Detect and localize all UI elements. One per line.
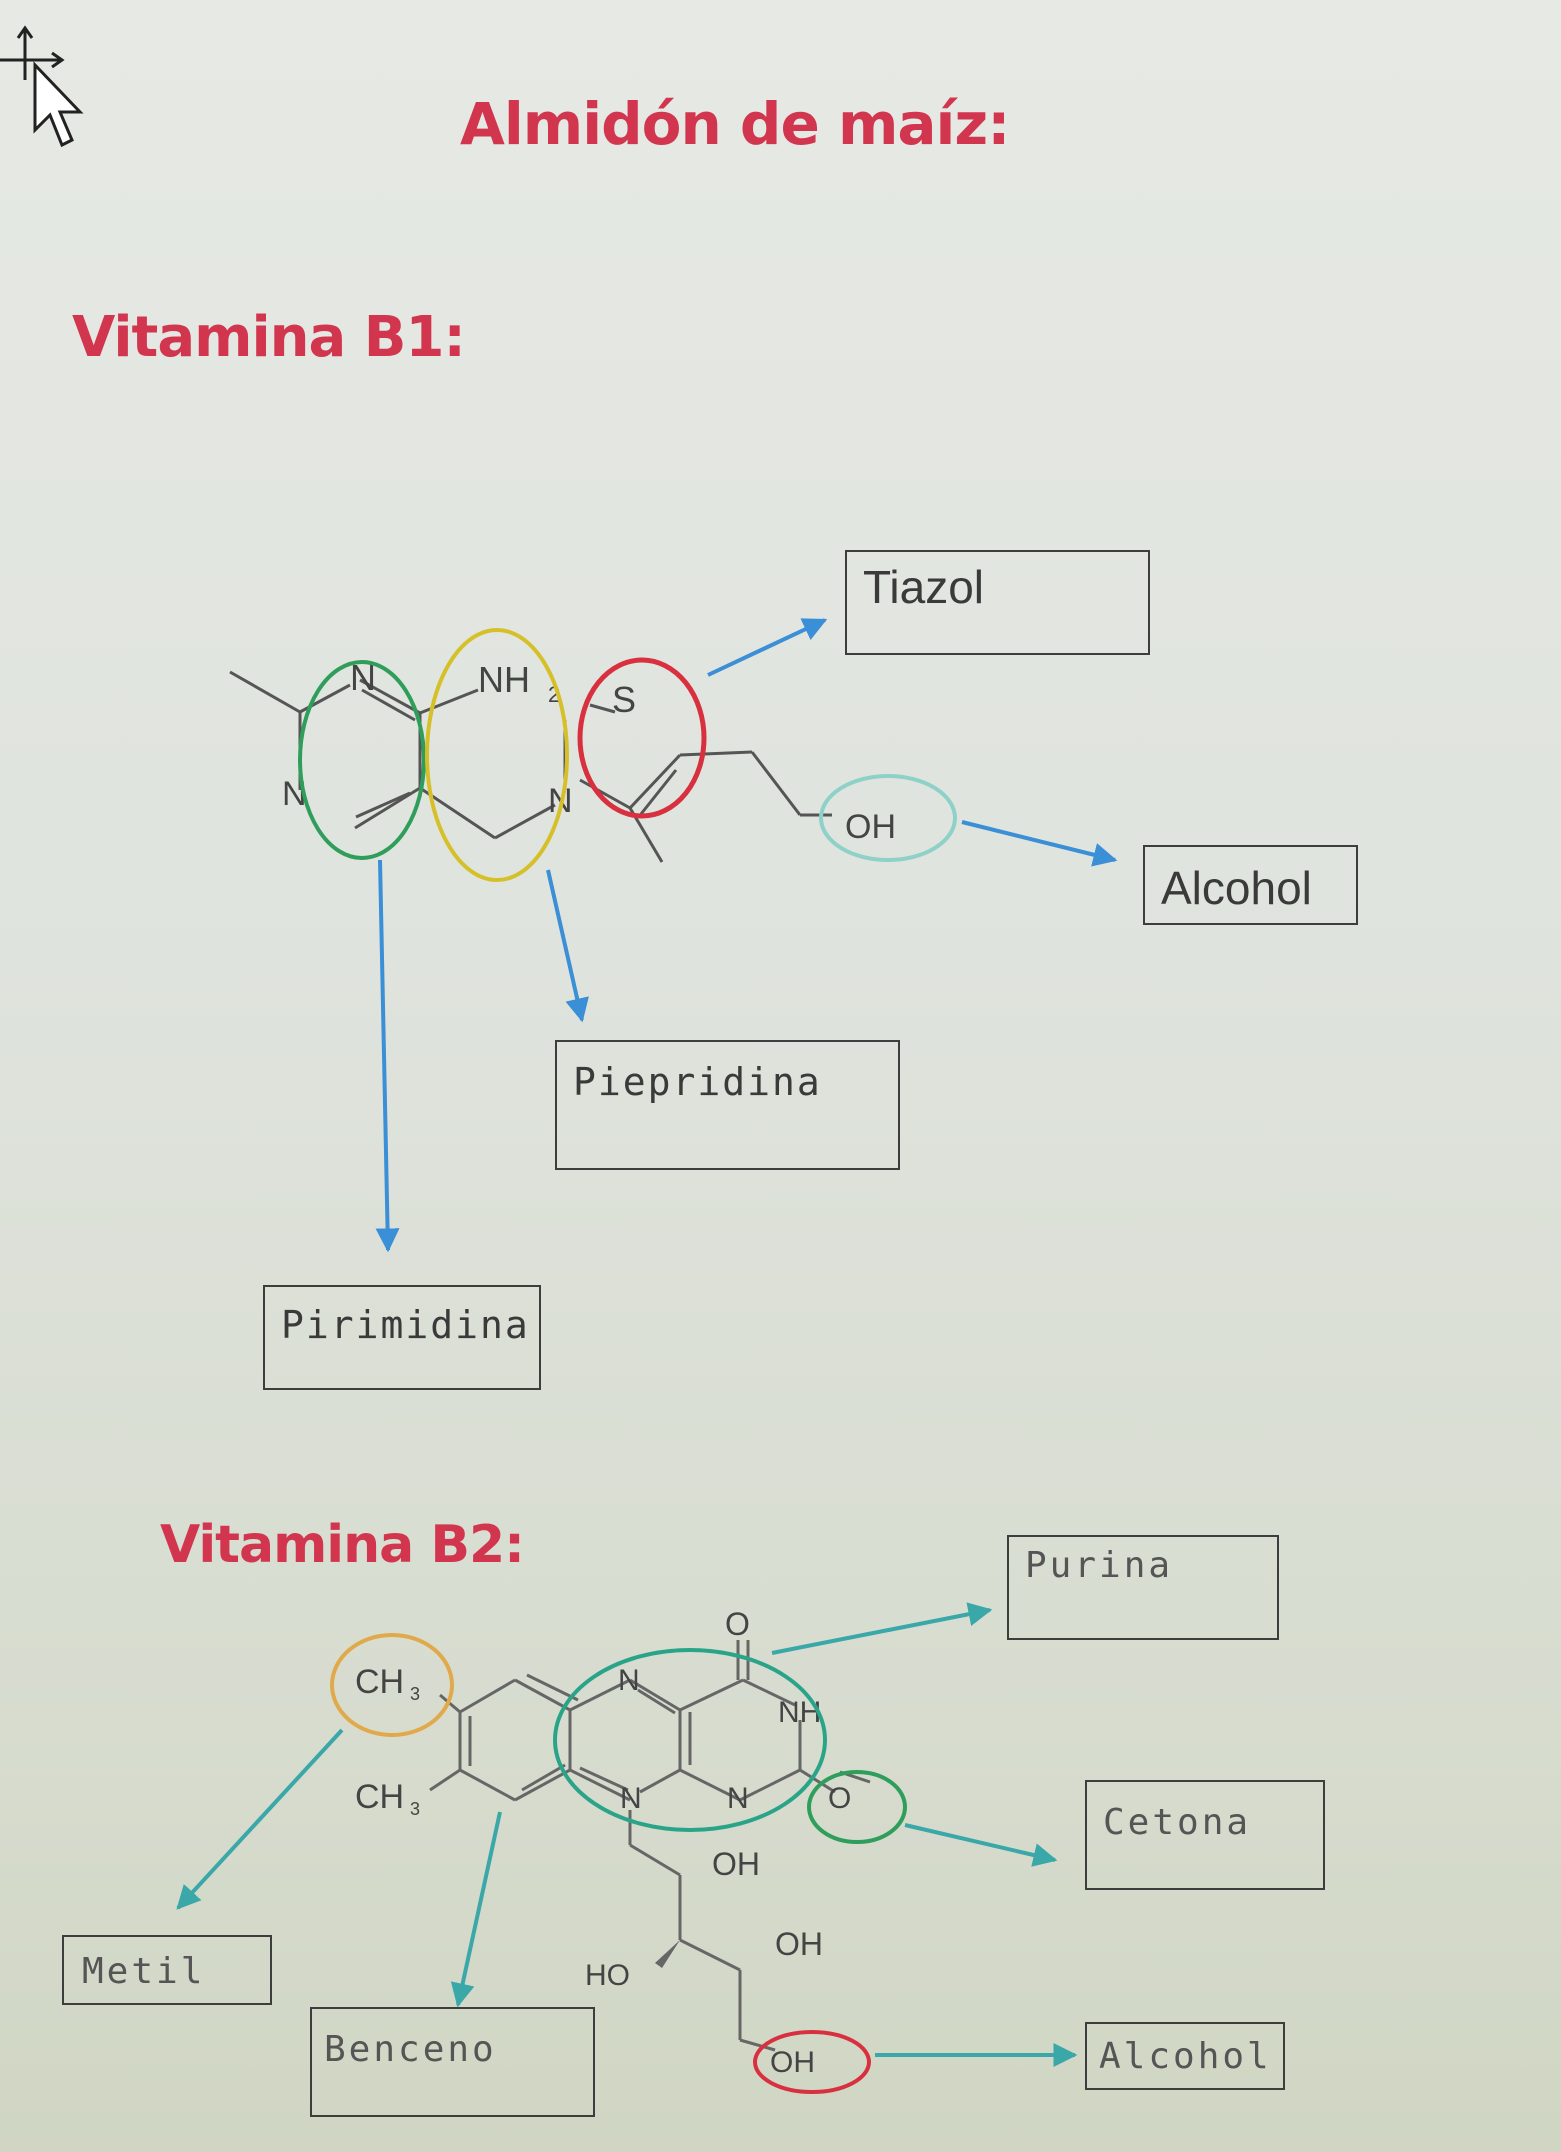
tiazol-label: Tiazol (845, 550, 1150, 655)
purina-label: Purina (1007, 1535, 1279, 1640)
arrow-to-alcohol-b1 (961, 820, 1118, 867)
b2-atom-n2: N (620, 1782, 642, 1815)
b1-hydroxyl-circle (819, 774, 957, 862)
b2-atom-labels: O N NH CH 3 CH 3 N N O OH OH HO OH (355, 1606, 851, 2079)
b2-atom-n1: N (618, 1664, 640, 1697)
b1-atom-labels: N NH 2 S N N OH (282, 657, 896, 846)
b2-atom-ch3-top-sub: 3 (410, 1684, 420, 1704)
methyl-circle (330, 1633, 454, 1737)
page-title: Almidón de maíz: (460, 90, 1010, 158)
vitamin-b1-heading: Vitamina B1: (72, 305, 466, 370)
benceno-label-text: Benceno (324, 2029, 497, 2070)
b2-atom-nh: NH (778, 1696, 821, 1729)
pirimidina-label-text: Pirimidina (281, 1303, 530, 1347)
b2-atom-o-top: O (725, 1606, 750, 1642)
ketone-circle (807, 1770, 907, 1844)
b2-atom-ch3: CH (355, 1778, 404, 1816)
benceno-label: Benceno (310, 2007, 595, 2117)
b2-atom-ch3-top: CH (355, 1663, 404, 1701)
b1-arrows (375, 618, 1118, 1253)
tiazol-label-text: Tiazol (863, 561, 984, 613)
move-cursor-icon (0, 25, 84, 148)
b2-arrows (176, 1602, 1078, 2067)
arrow-to-purina (771, 1602, 993, 1655)
piepridina-label-text: Piepridina (573, 1060, 822, 1104)
arrow-to-pirimidina (375, 859, 400, 1253)
b1-atom-s: S (612, 679, 636, 720)
arrow-to-cetona (904, 1823, 1058, 1867)
arrow-to-piepridina (546, 869, 589, 1023)
b2-wedge-bond (655, 1940, 680, 1968)
b2-highlight-circles (330, 1633, 907, 2094)
purine-ring-circle (553, 1648, 827, 1832)
b2-atom-ho: HO (585, 1959, 630, 1992)
thiazole-ring-circle (577, 657, 707, 819)
b2-atom-ch3-sub: 3 (410, 1799, 420, 1819)
alcohol-label-b2: Alcohol (1085, 2022, 1285, 2090)
piperidine-ring-circle (425, 628, 569, 882)
b1-atom-oh: OH (845, 808, 896, 846)
b1-atom-nh2: NH (478, 659, 530, 700)
b2-atom-o-right: O (828, 1782, 851, 1815)
purina-label-text: Purina (1025, 1545, 1174, 1586)
alcohol-label-b2-text: Alcohol (1099, 2036, 1272, 2077)
b2-molecule-bonds (429, 1640, 871, 2052)
arrow-to-benceno (450, 1811, 502, 2008)
arrow-to-tiazol (707, 618, 828, 677)
b2-atom-oh2: OH (775, 1926, 823, 1962)
cetona-label-text: Cetona (1103, 1802, 1252, 1843)
b2-hydroxyl-circle (753, 2030, 871, 2094)
pirimidina-label: Pirimidina (263, 1285, 541, 1390)
b2-atom-n3: N (727, 1782, 749, 1815)
arrow-to-metil (176, 1728, 344, 1910)
piepridina-label: Piepridina (555, 1040, 900, 1170)
b2-atom-oh1: OH (712, 1846, 760, 1882)
pyrimidine-ring-circle (298, 660, 426, 860)
cetona-label: Cetona (1085, 1780, 1325, 1890)
b1-highlight-circles (298, 628, 957, 882)
alcohol-label-b1: Alcohol (1143, 845, 1358, 925)
metil-label: Metil (62, 1935, 272, 2005)
metil-label-text: Metil (82, 1951, 206, 1992)
b2-atom-oh3: OH (770, 2046, 815, 2079)
alcohol-label-b1-text: Alcohol (1161, 862, 1312, 914)
vitamin-b2-heading: Vitamina B2: (160, 1515, 525, 1575)
